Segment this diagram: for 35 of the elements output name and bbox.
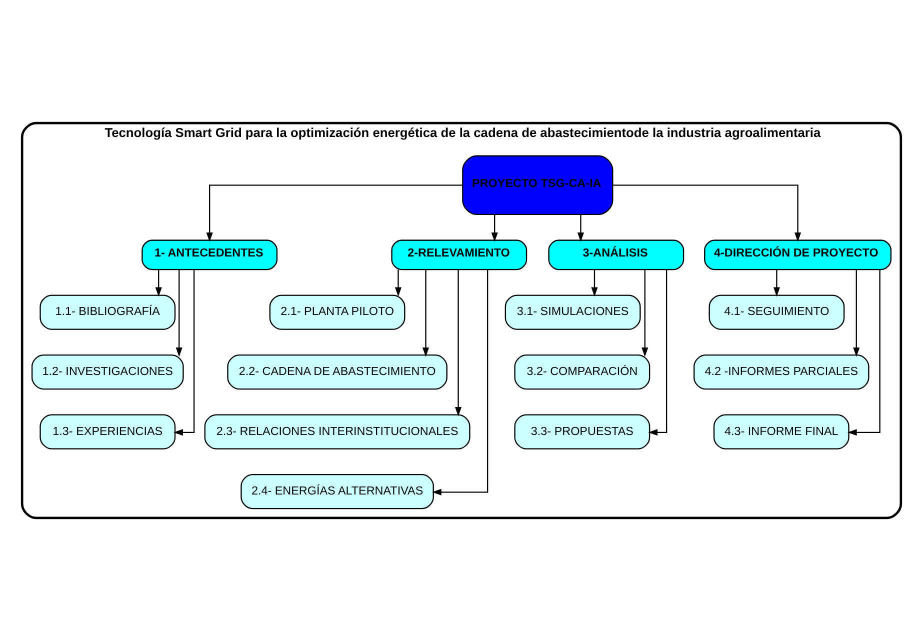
node-box: 1- ANTECEDENTES — [142, 240, 278, 270]
arrow — [853, 270, 860, 357]
node-box: 3.1- SIMULACIONES — [504, 294, 641, 330]
arrow — [491, 214, 498, 242]
node-box: 4.2 -INFORMES PARCIALES — [694, 354, 870, 390]
node-box: 3-ANÁLISIS — [548, 240, 684, 270]
arrow — [648, 270, 668, 436]
node-box: 1.1- BIBLIOGRAFÍA — [40, 294, 176, 330]
arrow — [206, 184, 462, 242]
arrow — [422, 270, 430, 357]
node-box: 2.1- PLANTA PILOTO — [269, 294, 406, 330]
arrow — [577, 214, 584, 242]
node-box: 2.2- CADENA DE ABASTECIMIENTO — [227, 354, 448, 390]
node-box: 4.1- SEGUIMIENTO — [708, 294, 845, 330]
arrow — [612, 184, 802, 242]
node-box: 1.3- EXPERIENCIAS — [40, 414, 176, 450]
arrow — [454, 270, 462, 416]
arrow — [394, 270, 402, 297]
arrow — [773, 270, 780, 297]
arrow — [847, 270, 880, 436]
node-box: 1.2- INVESTIGACIONES — [31, 354, 184, 390]
node-box: PROYECTO TSG-CA-IA — [462, 155, 614, 216]
node-box: 3.3- PROPUESTAS — [514, 414, 650, 450]
node-box: 2.3- RELACIONES INTERINSTITUCIONALES — [204, 414, 470, 450]
arrow — [432, 270, 488, 496]
arrow — [642, 270, 648, 357]
arrow — [174, 270, 195, 436]
arrow — [176, 270, 182, 357]
node-box: 2.4- ENERGÍAS ALTERNATIVAS — [240, 474, 434, 510]
arrow — [591, 270, 598, 297]
node-box: 3.2- COMPARACIÓN — [514, 354, 650, 390]
node-box: 2-RELEVAMIENTO — [391, 240, 528, 270]
node-box: 4.3- INFORME FINAL — [713, 414, 850, 450]
arrow — [155, 270, 162, 297]
node-box: 4-DIRECCIÓN DE PROYECTO — [704, 240, 892, 270]
